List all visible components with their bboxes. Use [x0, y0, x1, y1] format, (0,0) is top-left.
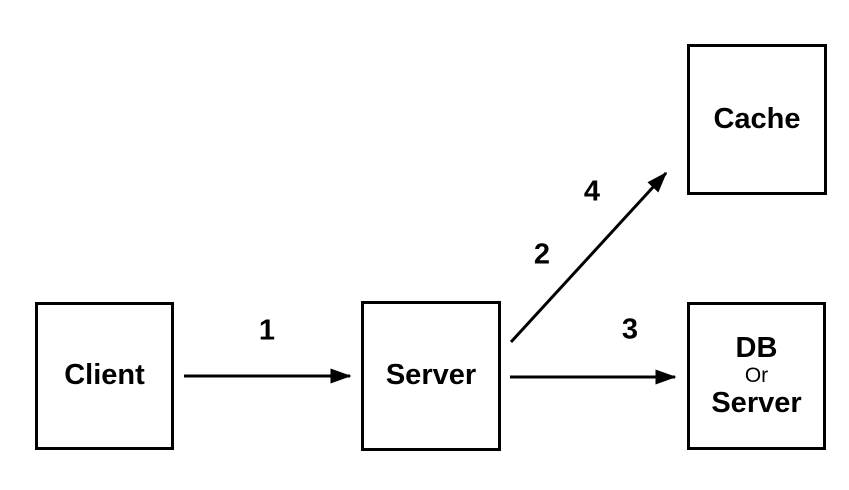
node-server: Server — [361, 301, 501, 451]
node-db-label-line2: Or — [744, 364, 769, 388]
node-cache: Cache — [687, 44, 827, 195]
node-db-label-line3: Server — [711, 386, 802, 419]
arrow-label-1: 1 — [258, 314, 276, 347]
node-client-label: Client — [64, 359, 145, 392]
arrow-label-4: 4 — [583, 175, 601, 208]
node-db-label-line1: DB — [735, 331, 778, 364]
arrow-label-2: 2 — [533, 238, 551, 271]
arrow-label-3: 3 — [621, 313, 639, 346]
node-client: Client — [35, 302, 174, 450]
node-cache-label: Cache — [713, 102, 801, 135]
node-db-or-server: DB Or Server — [687, 302, 826, 450]
arrow-server-to-cache — [509, 171, 668, 344]
node-server-label: Server — [385, 359, 477, 392]
